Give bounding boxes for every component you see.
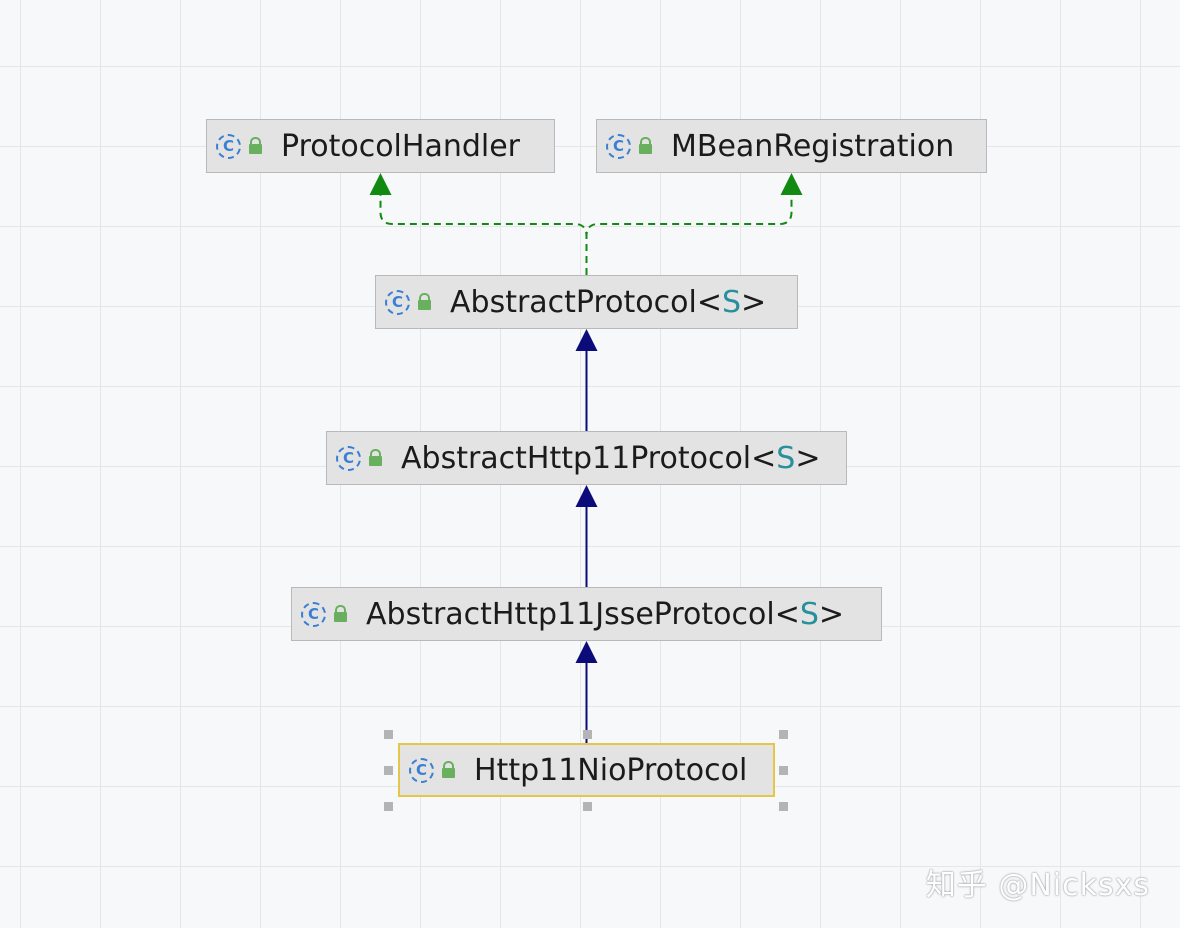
class-name-label: AbstractProtocol<S>	[450, 285, 766, 320]
class-name-label: ProtocolHandler	[281, 129, 520, 164]
node-icons: C	[301, 601, 348, 627]
class-name-label: MBeanRegistration	[671, 129, 954, 164]
selection-handle[interactable]	[384, 802, 393, 811]
arrowhead-implements	[780, 173, 803, 195]
class-node-abstract-http11-jsse-protocol[interactable]: C AbstractHttp11JsseProtocol<S>	[291, 587, 882, 641]
class-name: AbstractHttp11JsseProtocol	[366, 596, 775, 632]
class-name: AbstractProtocol	[450, 284, 697, 320]
class-node-mbean-registration[interactable]: C MBeanRegistration	[596, 119, 987, 173]
class-icon: C	[301, 601, 326, 627]
class-icon: C	[216, 133, 241, 159]
selection-handle[interactable]	[582, 730, 592, 739]
generic-type-param: S	[721, 284, 742, 320]
generic-close-bracket: >	[818, 596, 845, 632]
class-node-http11-nio-protocol[interactable]: C Http11NioProtocol	[398, 743, 775, 797]
public-access-icon	[639, 137, 653, 155]
node-icons: C	[216, 133, 263, 159]
generic-close-bracket: >	[795, 440, 821, 476]
public-access-icon	[249, 137, 263, 155]
class-node-abstract-http11-protocol[interactable]: C AbstractHttp11Protocol<S>	[326, 431, 847, 485]
generic-open-bracket: <	[774, 596, 800, 632]
selection-handle[interactable]	[384, 766, 393, 775]
generic-close-bracket: >	[741, 284, 767, 320]
class-icon: C	[385, 289, 410, 315]
class-name: Http11NioProtocol	[474, 752, 748, 788]
class-node-abstract-protocol[interactable]: C AbstractProtocol<S>	[375, 275, 798, 329]
selection-handle[interactable]	[779, 766, 788, 775]
public-access-icon	[418, 293, 432, 311]
class-icon: C	[606, 133, 631, 159]
arrowhead-extends	[575, 641, 598, 663]
public-access-icon	[334, 605, 348, 623]
class-name: ProtocolHandler	[281, 128, 521, 164]
node-icons: C	[606, 133, 653, 159]
generic-type-param: S	[799, 596, 819, 632]
selection-handle[interactable]	[582, 802, 592, 811]
arrowhead-extends	[575, 485, 598, 507]
arrowhead-implements	[369, 173, 392, 195]
node-icons: C	[409, 757, 456, 783]
class-name-label: AbstractHttp11JsseProtocol<S>	[366, 597, 844, 632]
watermark: 知乎 @Nicksxs	[925, 868, 1150, 903]
selection-handle[interactable]	[384, 730, 393, 739]
generic-type-param: S	[776, 440, 796, 476]
node-icons: C	[336, 445, 383, 471]
generic-open-bracket: <	[751, 440, 777, 476]
selection-handle[interactable]	[779, 730, 788, 739]
public-access-icon	[369, 449, 383, 467]
node-icons: C	[385, 289, 432, 315]
edge-implements-abstract-protocol-to-mbean-registration	[585, 193, 793, 275]
selection-handle[interactable]	[779, 802, 788, 811]
class-name: AbstractHttp11Protocol	[401, 440, 752, 476]
edge-implements-abstract-protocol-to-protocol-handler	[379, 193, 588, 275]
class-icon: C	[336, 445, 361, 471]
class-name-label: Http11NioProtocol	[474, 753, 747, 788]
class-name: MBeanRegistration	[671, 128, 955, 164]
class-name-label: AbstractHttp11Protocol<S>	[401, 441, 820, 476]
public-access-icon	[442, 761, 456, 779]
class-node-protocol-handler[interactable]: C ProtocolHandler	[206, 119, 555, 173]
generic-open-bracket: <	[696, 284, 722, 320]
arrowhead-extends	[575, 329, 598, 351]
class-icon: C	[409, 757, 434, 783]
